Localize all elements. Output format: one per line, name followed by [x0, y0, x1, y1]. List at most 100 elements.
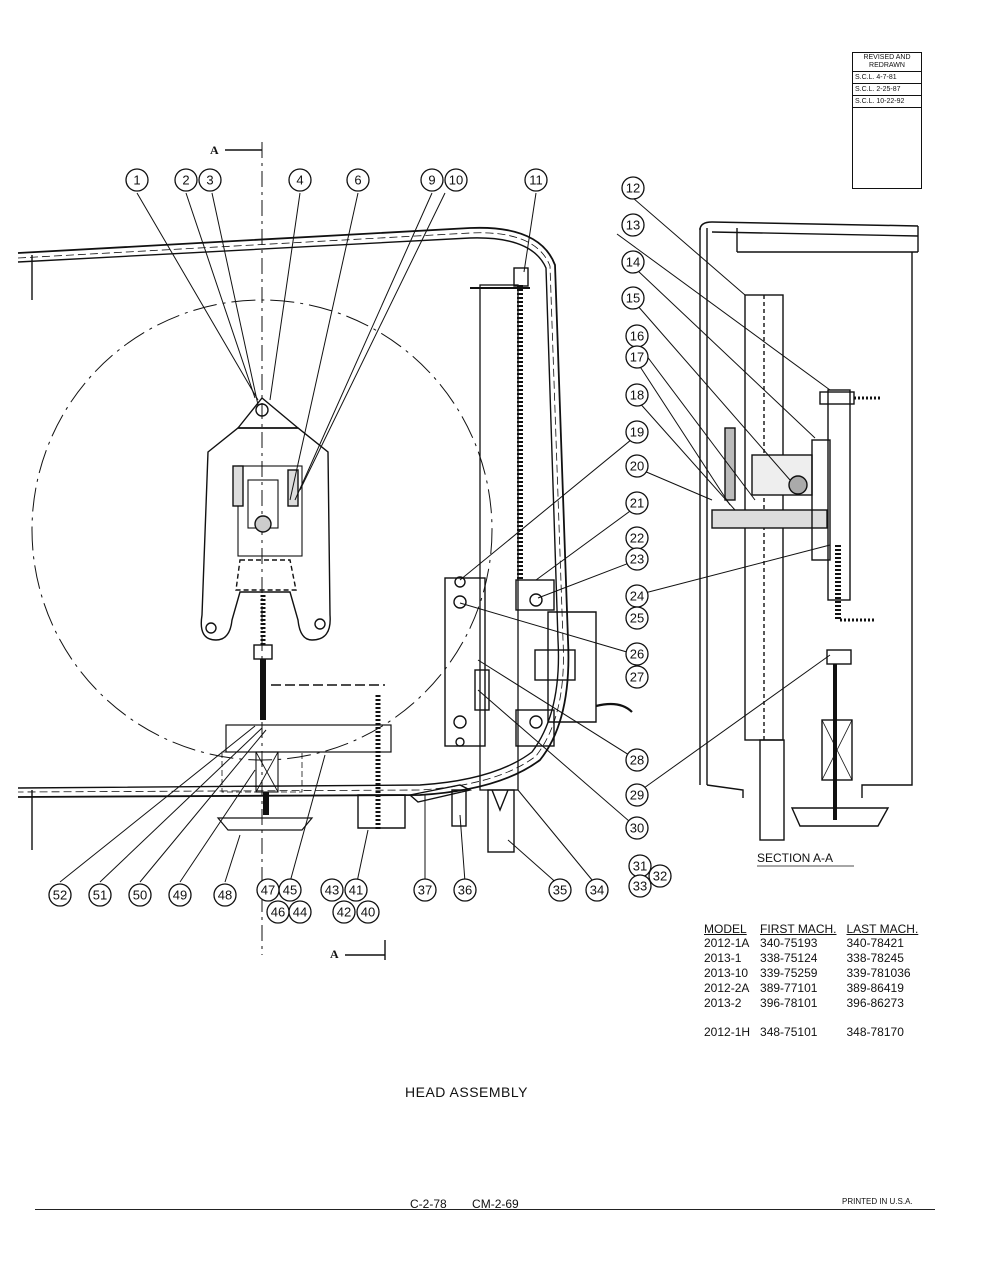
callout-circle: [625, 665, 649, 689]
callout-15: 15: [621, 286, 645, 310]
callout-48: 48: [213, 883, 237, 907]
callout-circle: [625, 748, 649, 772]
callout-31: 31: [628, 854, 652, 878]
callout-2: 2: [174, 168, 198, 192]
callout-circle: [320, 878, 344, 902]
callout-circle: [213, 883, 237, 907]
callout-circle: [585, 878, 609, 902]
callout-number: 15: [626, 291, 640, 306]
header-model: MODEL: [704, 922, 747, 936]
guide-post: [216, 595, 473, 831]
callout-49: 49: [168, 883, 192, 907]
footer-codes: C-2-78 CM-2-69: [410, 1197, 541, 1211]
callout-circle: [346, 168, 370, 192]
callout-circle: [625, 345, 649, 369]
callout-number: 44: [293, 905, 307, 920]
callout-10: 10: [444, 168, 468, 192]
callout-number: 49: [173, 888, 187, 903]
callout-number: 31: [633, 859, 647, 874]
callout-51: 51: [88, 883, 112, 907]
revision-header: REVISED AND REDRAWN: [853, 53, 921, 72]
callout-41: 41: [344, 878, 368, 902]
callout-circle: [256, 878, 280, 902]
callout-number: 14: [626, 255, 640, 270]
callout-number: 9: [428, 173, 435, 188]
callout-24: 24: [625, 584, 649, 608]
callout-number: 33: [633, 879, 647, 894]
callout-4: 4: [288, 168, 312, 192]
header-last-mach: LAST MACH.: [846, 922, 919, 936]
callout-16: 16: [625, 324, 649, 348]
callout-22: 22: [625, 526, 649, 550]
callout-number: 51: [93, 888, 107, 903]
callout-number: 36: [458, 883, 472, 898]
callout-circle: [621, 250, 645, 274]
callout-circle: [625, 783, 649, 807]
cell-last: 340-78421: [846, 936, 904, 950]
saw-frame: [17, 226, 570, 850]
callout-number: 13: [626, 218, 640, 233]
callout-circle: [288, 168, 312, 192]
callout-30: 30: [625, 816, 649, 840]
callout-circle: [125, 168, 149, 192]
callout-13: 13: [621, 213, 645, 237]
callout-36: 36: [453, 878, 477, 902]
callout-number: 34: [590, 883, 604, 898]
callout-12: 12: [621, 176, 645, 200]
callout-circle: [648, 864, 672, 888]
callout-1: 1: [125, 168, 149, 192]
callout-circle: [344, 878, 368, 902]
section-label: SECTION A-A: [757, 851, 833, 865]
callout-28: 28: [625, 748, 649, 772]
cell-first: 340-75193: [760, 936, 818, 950]
callout-number: 11: [529, 173, 543, 188]
callout-23: 23: [625, 547, 649, 571]
callout-number: 27: [630, 670, 644, 685]
footer-code-1: C-2-78: [410, 1197, 447, 1211]
callout-number: 46: [271, 905, 285, 920]
revision-entry: S.C.L. 10-22-92: [853, 96, 921, 108]
callout-32: 32: [648, 864, 672, 888]
callout-9: 9: [420, 168, 444, 192]
callout-number: 32: [653, 869, 667, 884]
footer-code-2: CM-2-69: [472, 1197, 519, 1211]
callout-number: 12: [626, 181, 640, 196]
callout-circle: [625, 454, 649, 478]
cell-last: 338-78245: [846, 951, 904, 965]
callout-circle: [625, 642, 649, 666]
cell-last: 339-781036: [846, 966, 911, 980]
callout-number: 6: [354, 173, 361, 188]
callout-47: 47: [256, 878, 280, 902]
callout-18: 18: [625, 383, 649, 407]
callout-circle: [621, 286, 645, 310]
callout-circle: [168, 883, 192, 907]
callout-44: 44: [288, 900, 312, 924]
callout-circle: [625, 547, 649, 571]
callout-circle: [444, 168, 468, 192]
callout-19: 19: [625, 420, 649, 444]
callout-number: 47: [261, 883, 275, 898]
callout-20: 20: [625, 454, 649, 478]
callout-27: 27: [625, 665, 649, 689]
callout-circle: [625, 420, 649, 444]
callout-35: 35: [548, 878, 572, 902]
callout-number: 40: [361, 905, 375, 920]
cell-first: 396-78101: [760, 996, 818, 1010]
callout-52: 52: [48, 883, 72, 907]
callout-number: 48: [218, 888, 232, 903]
callout-11: 11: [524, 168, 548, 192]
callout-number: 26: [630, 647, 644, 662]
lead-screw-column: [444, 267, 633, 853]
callout-circle: [625, 606, 649, 630]
section-mark-bottom: A: [330, 947, 339, 961]
callout-number: 29: [630, 788, 644, 803]
callout-circle: [356, 900, 380, 924]
callout-number: 19: [630, 425, 644, 440]
